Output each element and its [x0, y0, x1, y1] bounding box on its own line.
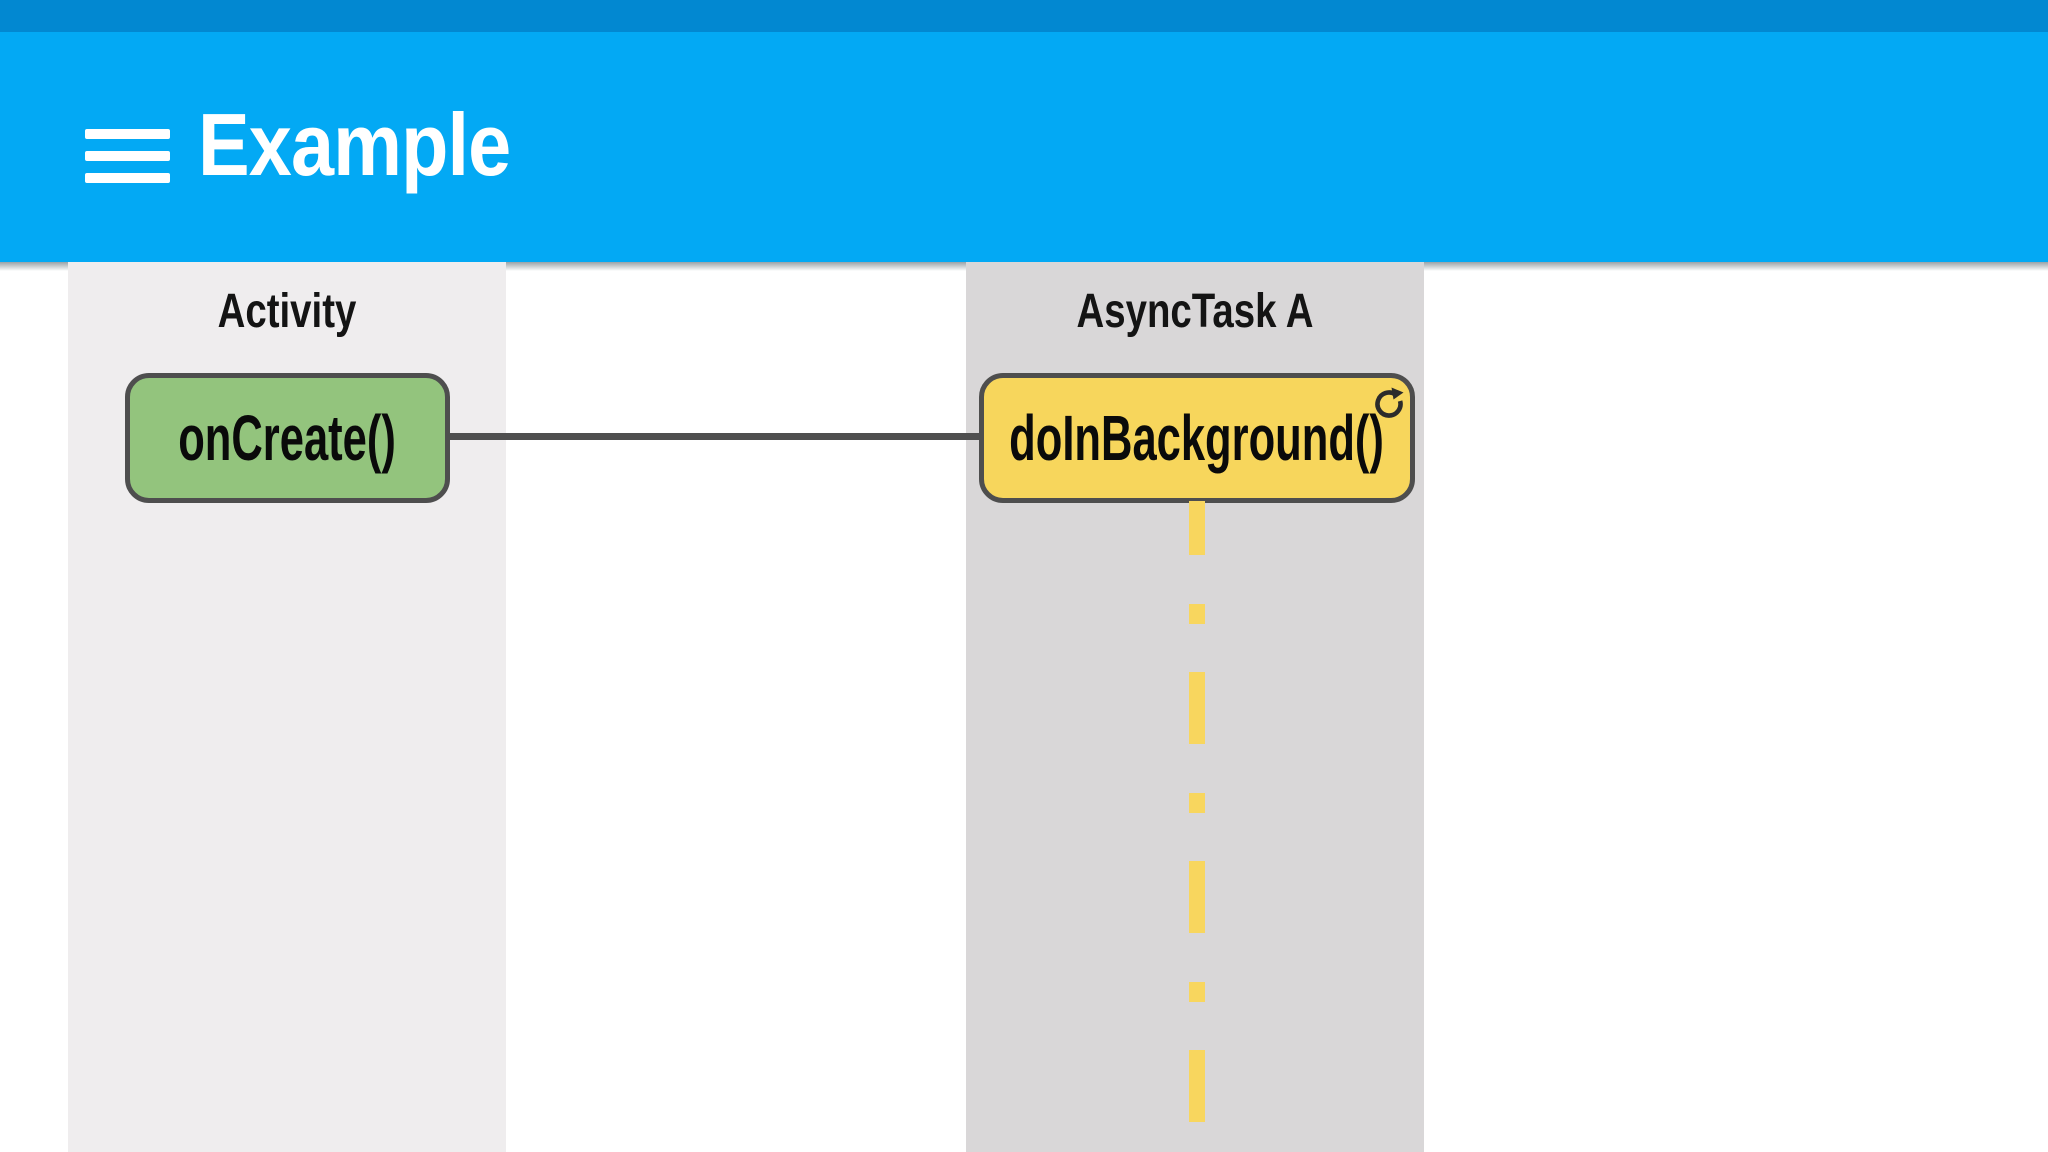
lane-title-activity: Activity — [217, 285, 357, 338]
lane-title-asynctask-a: AsyncTask A — [1076, 285, 1314, 338]
node-doinbackground-label: doInBackground() — [1009, 402, 1385, 474]
node-doinbackground: doInBackground() — [979, 373, 1415, 503]
hamburger-bar — [85, 151, 170, 161]
app-title: Example — [198, 95, 511, 194]
lifeline-dashed-segment — [1189, 555, 1205, 1152]
refresh-icon — [1375, 387, 1404, 418]
node-oncreate: onCreate() — [125, 373, 450, 503]
status-bar — [0, 0, 2048, 32]
lifeline-solid-segment — [1189, 501, 1205, 555]
hamburger-menu-icon[interactable] — [85, 129, 170, 183]
connector-line — [450, 433, 980, 440]
hamburger-bar — [85, 129, 170, 139]
hamburger-bar — [85, 173, 170, 183]
app-bar — [0, 32, 2048, 262]
node-oncreate-label: onCreate() — [178, 402, 397, 474]
